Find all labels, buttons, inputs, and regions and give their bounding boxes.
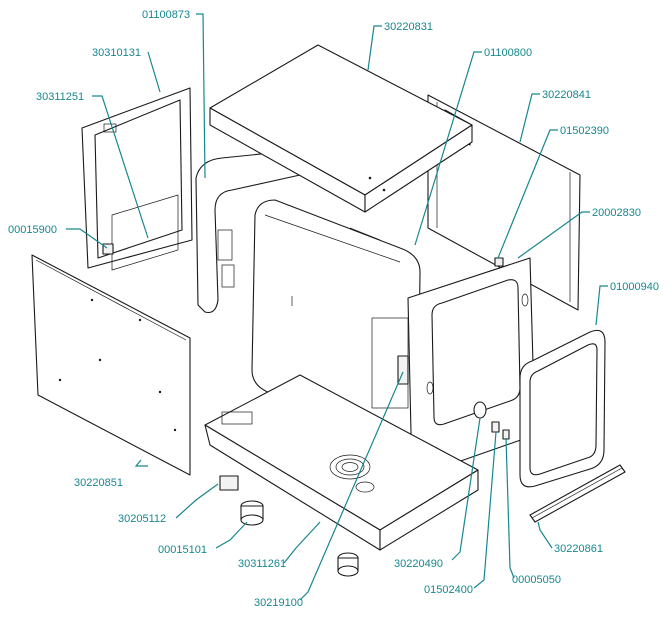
label-30220861: 30220861 (554, 543, 603, 555)
label-30220851: 30220851 (74, 477, 123, 489)
left-side-panel (81, 87, 193, 271)
label-30310131: 30310131 (92, 47, 141, 59)
label-30220841: 30220841 (542, 89, 591, 101)
base-tray (204, 374, 479, 551)
leader-lines (66, 13, 608, 601)
label-01000940: 01000940 (610, 281, 659, 293)
label-01502390: 01502390 (560, 125, 609, 137)
label-30311251: 30311251 (36, 91, 84, 103)
label-00015900: 00015900 (8, 224, 57, 236)
label-30220831: 30220831 (384, 21, 433, 33)
foot-bracket (219, 475, 239, 491)
label-00015101: 00015101 (158, 544, 207, 556)
part-labels: 01100873 30220831 30310131 01100800 3031… (8, 9, 659, 609)
left-outer-panel (31, 254, 191, 476)
adjustable-foot-rear (337, 552, 359, 577)
label-20002830: 20002830 (592, 207, 641, 219)
label-01100873: 01100873 (142, 9, 190, 21)
label-30311261: 30311261 (238, 558, 286, 570)
bottom-rail (529, 464, 626, 523)
label-01502400: 01502400 (424, 584, 473, 596)
label-00005050: 00005050 (512, 574, 561, 586)
label-30220490: 30220490 (394, 558, 443, 570)
label-01100800: 01100800 (484, 47, 532, 59)
front-frame (407, 257, 536, 479)
door-gasket (519, 329, 606, 488)
label-30219100: 30219100 (254, 597, 303, 609)
adjustable-foot-front (240, 500, 264, 526)
label-30205112: 30205112 (118, 513, 166, 525)
rear-frame (195, 149, 301, 314)
hinge-pin-top (494, 257, 504, 267)
fan-grille (329, 454, 371, 480)
